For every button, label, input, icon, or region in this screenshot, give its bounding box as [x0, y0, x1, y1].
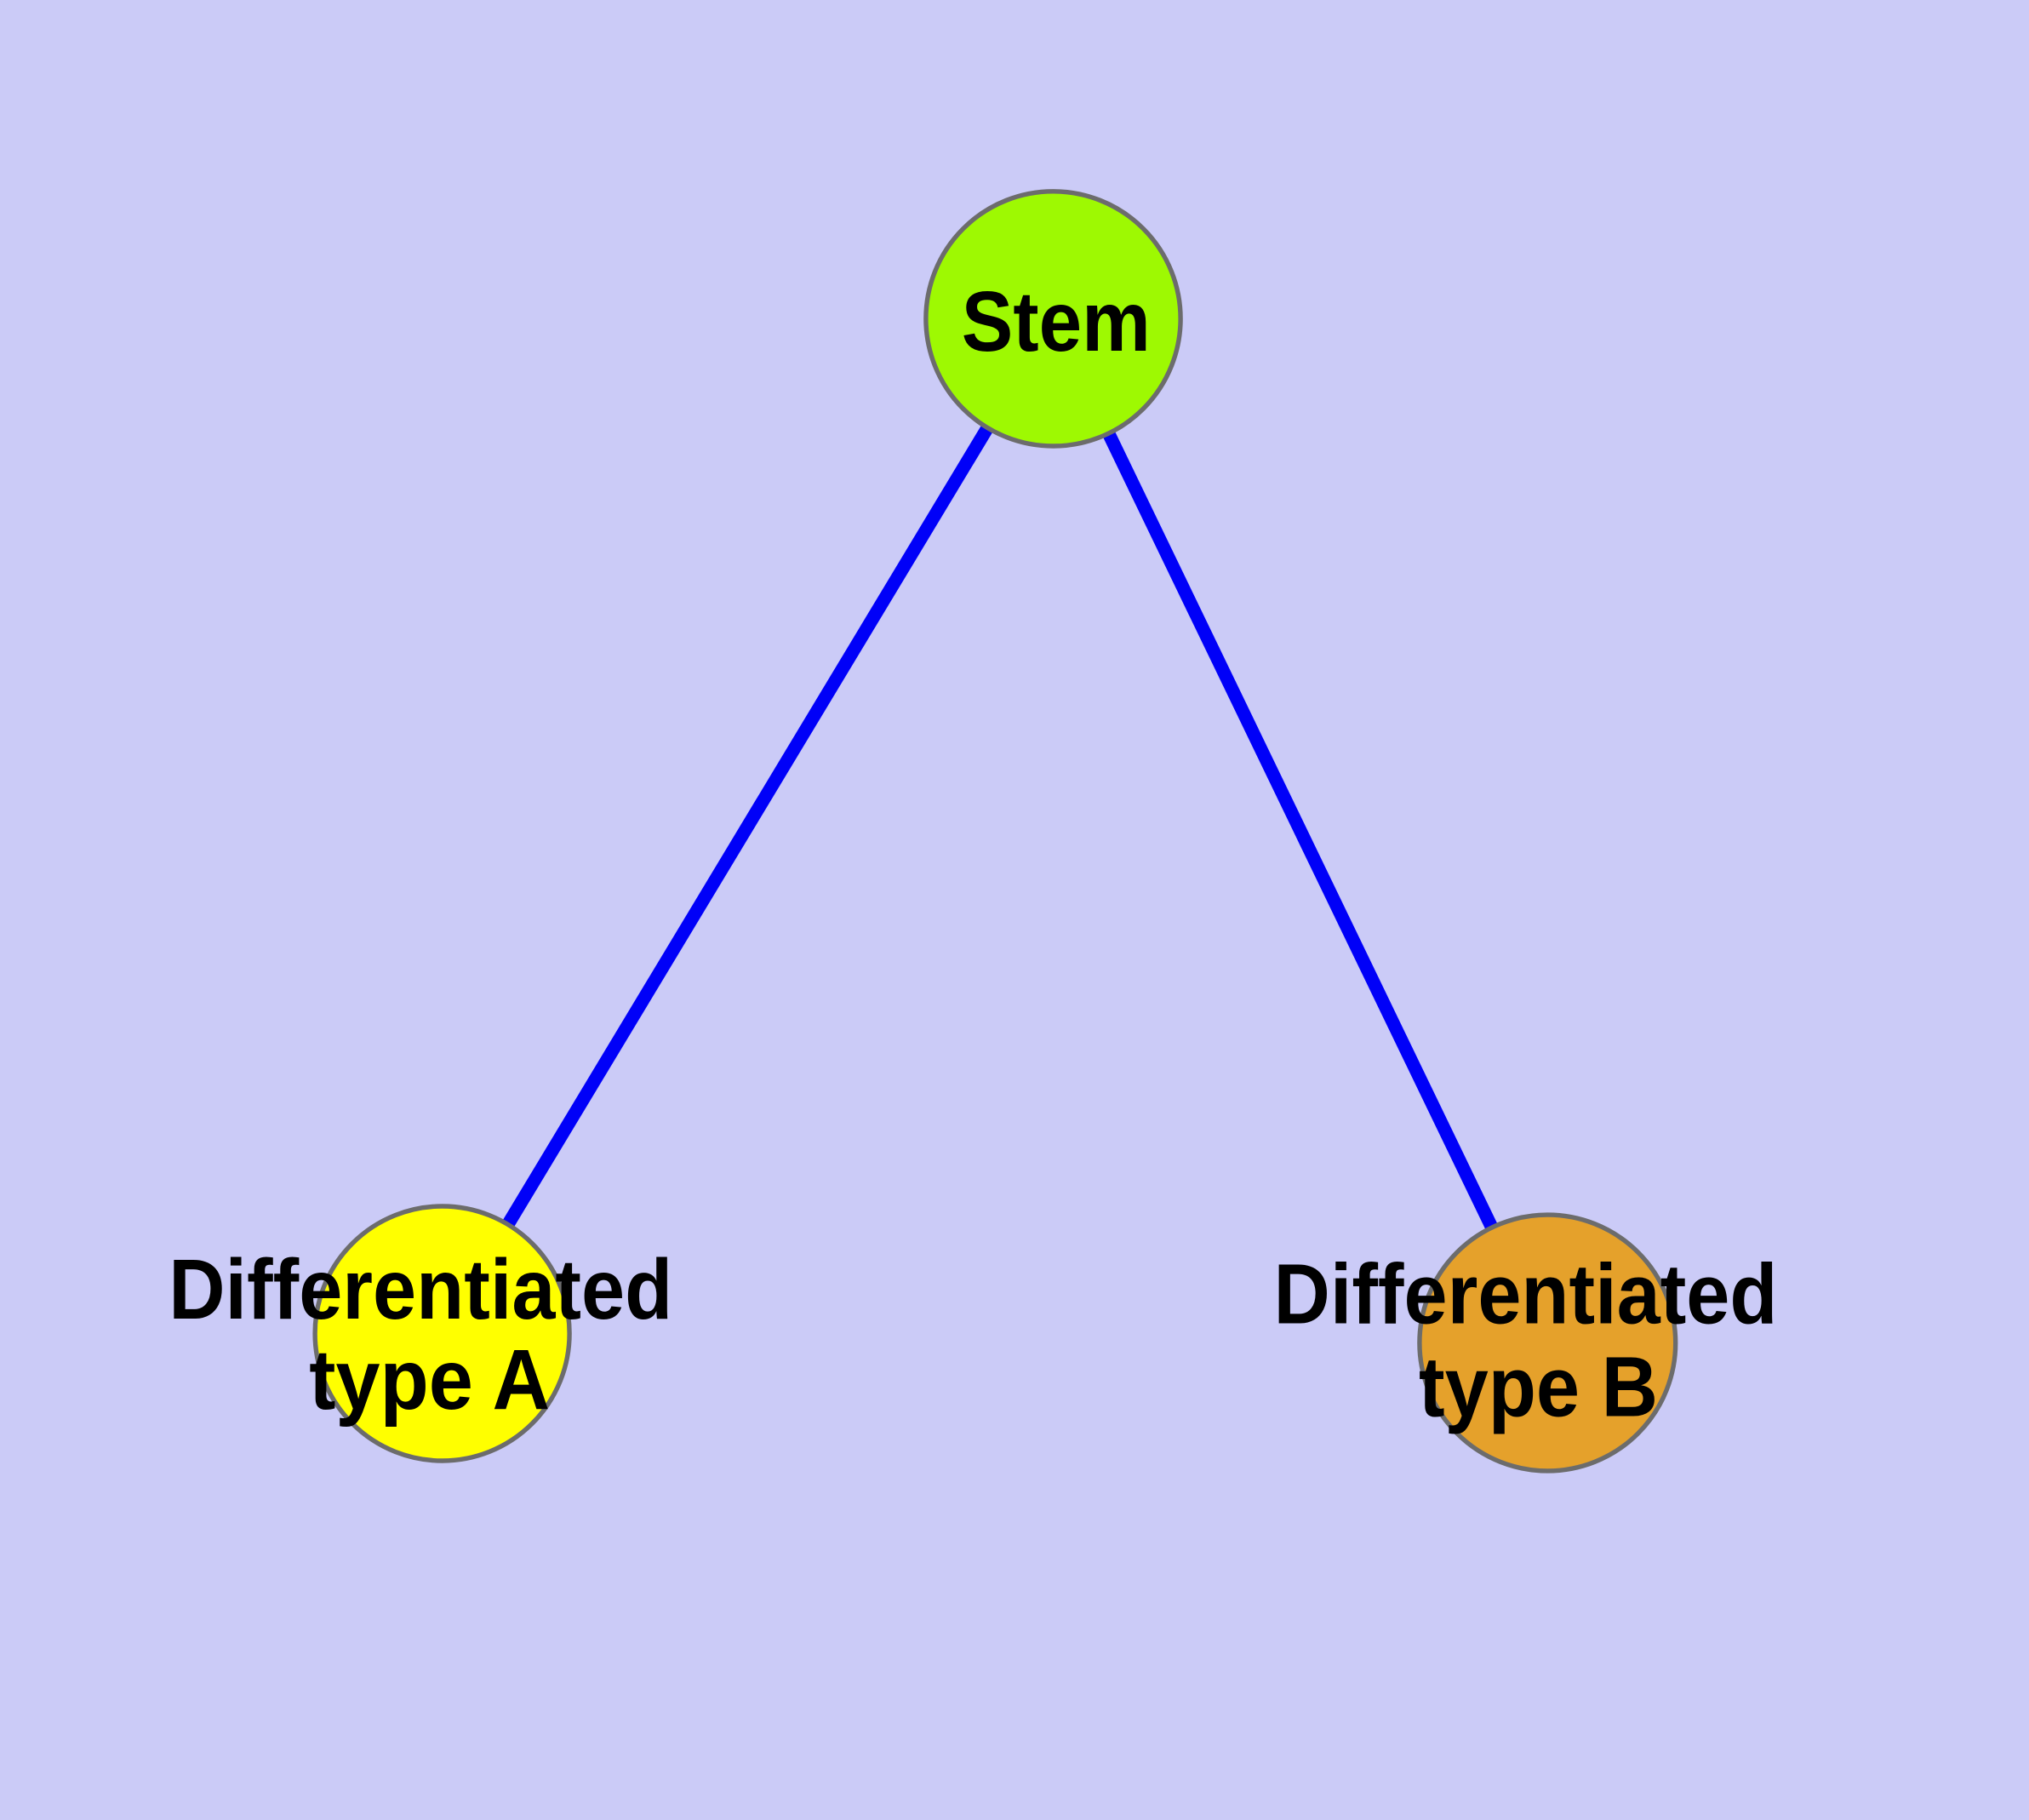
svg-text:type A: type A — [309, 1332, 550, 1428]
svg-text:type B: type B — [1419, 1339, 1658, 1434]
svg-text:Differentiated: Differentiated — [1274, 1247, 1778, 1342]
svg-text:Differentiated: Differentiated — [169, 1242, 672, 1337]
svg-text:Stem: Stem — [962, 274, 1151, 369]
